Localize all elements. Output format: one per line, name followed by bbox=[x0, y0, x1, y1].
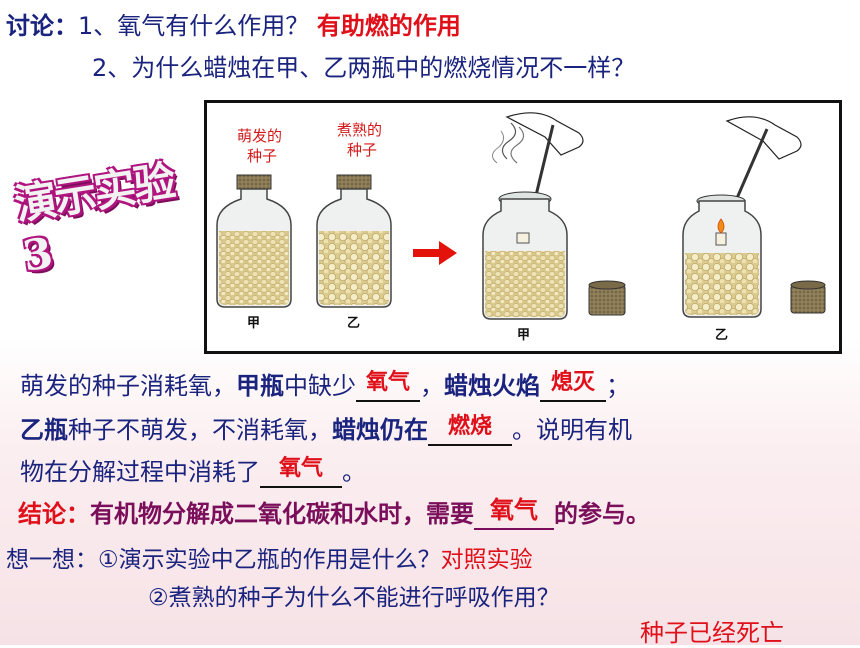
experiment-illustration: 萌发的 种子 煮熟的 种子 甲 乙 bbox=[204, 100, 842, 354]
answer-blank: 氧气 bbox=[260, 456, 342, 488]
explanation-line-3: 物在分解过程中消耗了 氧气。 bbox=[20, 452, 366, 488]
candle-burning-term: 蜡烛仍在 bbox=[332, 416, 428, 444]
demo-experiment-label: 演示实验3 bbox=[11, 156, 178, 281]
discussion-label: 讨论： bbox=[6, 12, 78, 40]
jar-sprouted-seeds bbox=[216, 174, 292, 308]
explanation-text: 萌发的种子消耗氧， bbox=[20, 372, 236, 400]
explanation-line-1: 萌发的种子消耗氧，甲瓶中缺少 氧气 ，蜡烛火焰 熄灭 ； bbox=[20, 366, 630, 402]
candle-flame-term: 蜡烛火焰 bbox=[444, 372, 540, 400]
jar-cooked-seeds bbox=[316, 174, 392, 308]
arrow-icon bbox=[413, 241, 457, 265]
explanation-text: ； bbox=[606, 372, 630, 400]
answer-fill: 燃烧 bbox=[447, 414, 492, 439]
answer-1-text: 有助燃的作用 bbox=[316, 12, 461, 40]
jar-a-label: 甲 bbox=[247, 316, 260, 331]
answer-blank: 燃烧 bbox=[428, 414, 512, 446]
question-1-text: 1、氧气有什么作用？ bbox=[78, 12, 310, 40]
conclusion-end: 的参与。 bbox=[554, 500, 650, 528]
sprouted-caption-line1: 萌发的 bbox=[237, 127, 282, 145]
explanation-text: 种子不萌发，不消耗氧， bbox=[68, 416, 332, 444]
candle-flame-icon bbox=[717, 218, 725, 234]
answer-fill: 氧气 bbox=[278, 456, 323, 481]
discussion-question-1: 讨论：1、氧气有什么作用？ 有助燃的作用 bbox=[6, 6, 461, 41]
discussion-question-2: 2、为什么蜡烛在甲、乙两瓶中的燃烧情况不一样？ bbox=[92, 54, 636, 82]
answer-fill: 熄灭 bbox=[550, 370, 595, 395]
answer-blank: 熄灭 bbox=[540, 370, 606, 402]
think-a1-text: 对照实验 bbox=[440, 547, 533, 573]
explanation-text: 物在分解过程中消耗了 bbox=[20, 458, 260, 486]
jar-a2-label: 甲 bbox=[517, 328, 530, 343]
jar-b-term: 乙瓶 bbox=[20, 416, 68, 444]
conclusion-fill: 氧气 bbox=[490, 496, 538, 524]
explanation-line-2: 乙瓶种子不萌发，不消耗氧，蜡烛仍在 燃烧。说明有机 bbox=[20, 410, 632, 446]
think-question-2: ②煮熟的种子为什么不能进行呼吸作用？ bbox=[148, 585, 560, 611]
explanation-text: ， bbox=[420, 372, 444, 400]
sprouted-caption-line2: 种子 bbox=[247, 147, 277, 165]
answer-fill: 氧气 bbox=[365, 370, 410, 395]
explanation-text: 。 bbox=[342, 458, 366, 486]
jar-sprouted-candle-out bbox=[482, 112, 626, 320]
cooked-caption-line2: 种子 bbox=[347, 141, 377, 159]
explanation-text: 中缺少 bbox=[284, 372, 356, 400]
jar-b2-label: 乙 bbox=[715, 328, 728, 343]
answer-blank: 氧气 bbox=[356, 370, 420, 402]
conclusion-text: 有机物分解成二氧化碳和水时，需要 bbox=[90, 500, 474, 528]
jar-b-label: 乙 bbox=[347, 316, 360, 331]
jar-a-term: 甲瓶 bbox=[236, 372, 284, 400]
think-question-1: 想一想：①演示实验中乙瓶的作用是什么？对照实验 bbox=[6, 540, 533, 574]
jar-cooked-candle-burning bbox=[682, 116, 826, 318]
explanation-text: 。说明有机 bbox=[512, 416, 632, 444]
conclusion-blank: 氧气 bbox=[474, 496, 554, 530]
conclusion: 结论：有机物分解成二氧化碳和水时，需要 氧气的参与。 bbox=[18, 494, 650, 530]
cooked-caption-line1: 煮熟的 bbox=[337, 121, 382, 139]
conclusion-label: 结论： bbox=[18, 500, 90, 528]
think-q1-text: ①演示实验中乙瓶的作用是什么？ bbox=[98, 547, 441, 573]
jars-illustration: 萌发的 种子 煮熟的 种子 甲 乙 bbox=[216, 112, 826, 343]
think-answer-2: 种子已经死亡 bbox=[640, 619, 784, 647]
think-label: 想一想： bbox=[6, 547, 98, 573]
